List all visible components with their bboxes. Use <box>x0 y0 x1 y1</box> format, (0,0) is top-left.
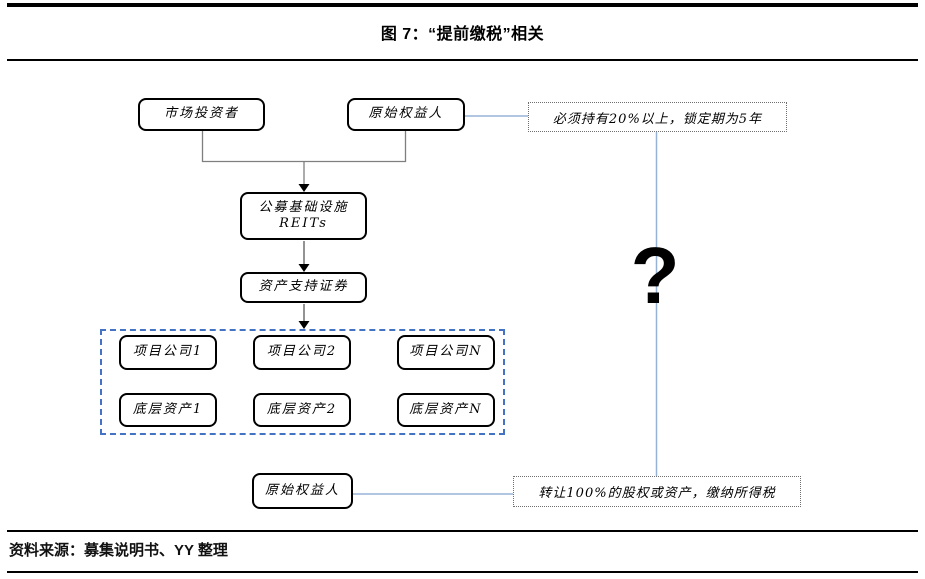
title-underline-rule <box>7 59 918 61</box>
source-note: 资料来源：募集说明书、YY 整理 <box>9 542 228 559</box>
footer-top-rule <box>7 530 918 532</box>
question-mark: ? <box>630 231 680 320</box>
note-transfer-tax: 转让100%的股权或资产，缴纳所得税 <box>513 476 801 507</box>
node-underlying-asset-1: 底层资产1 <box>119 393 217 427</box>
public-reits-label-line2: REITs <box>279 216 328 231</box>
node-project-company-n: 项目公司N <box>397 335 495 370</box>
top-rule <box>7 3 918 7</box>
node-asset-backed-securities: 资产支持证券 <box>240 272 367 303</box>
project-asset-group-container <box>100 329 505 435</box>
node-project-company-2: 项目公司2 <box>253 335 351 370</box>
figure-title: 图 7：“提前缴税”相关 <box>380 26 545 43</box>
node-project-company-1: 项目公司1 <box>119 335 217 370</box>
node-original-rights-holder-bottom: 原始权益人 <box>252 473 353 509</box>
node-public-infrastructure-reits: 公募基础设施 REITs <box>240 192 367 240</box>
note-holding-requirement: 必须持有20%以上，锁定期为5年 <box>528 102 787 132</box>
node-market-investor: 市场投资者 <box>138 98 265 131</box>
node-original-rights-holder-top: 原始权益人 <box>347 98 465 131</box>
node-underlying-asset-2: 底层资产2 <box>253 393 351 427</box>
node-underlying-asset-n: 底层资产N <box>397 393 495 427</box>
bottom-rule <box>7 571 918 573</box>
public-reits-label-line1: 公募基础设施 <box>258 199 349 215</box>
